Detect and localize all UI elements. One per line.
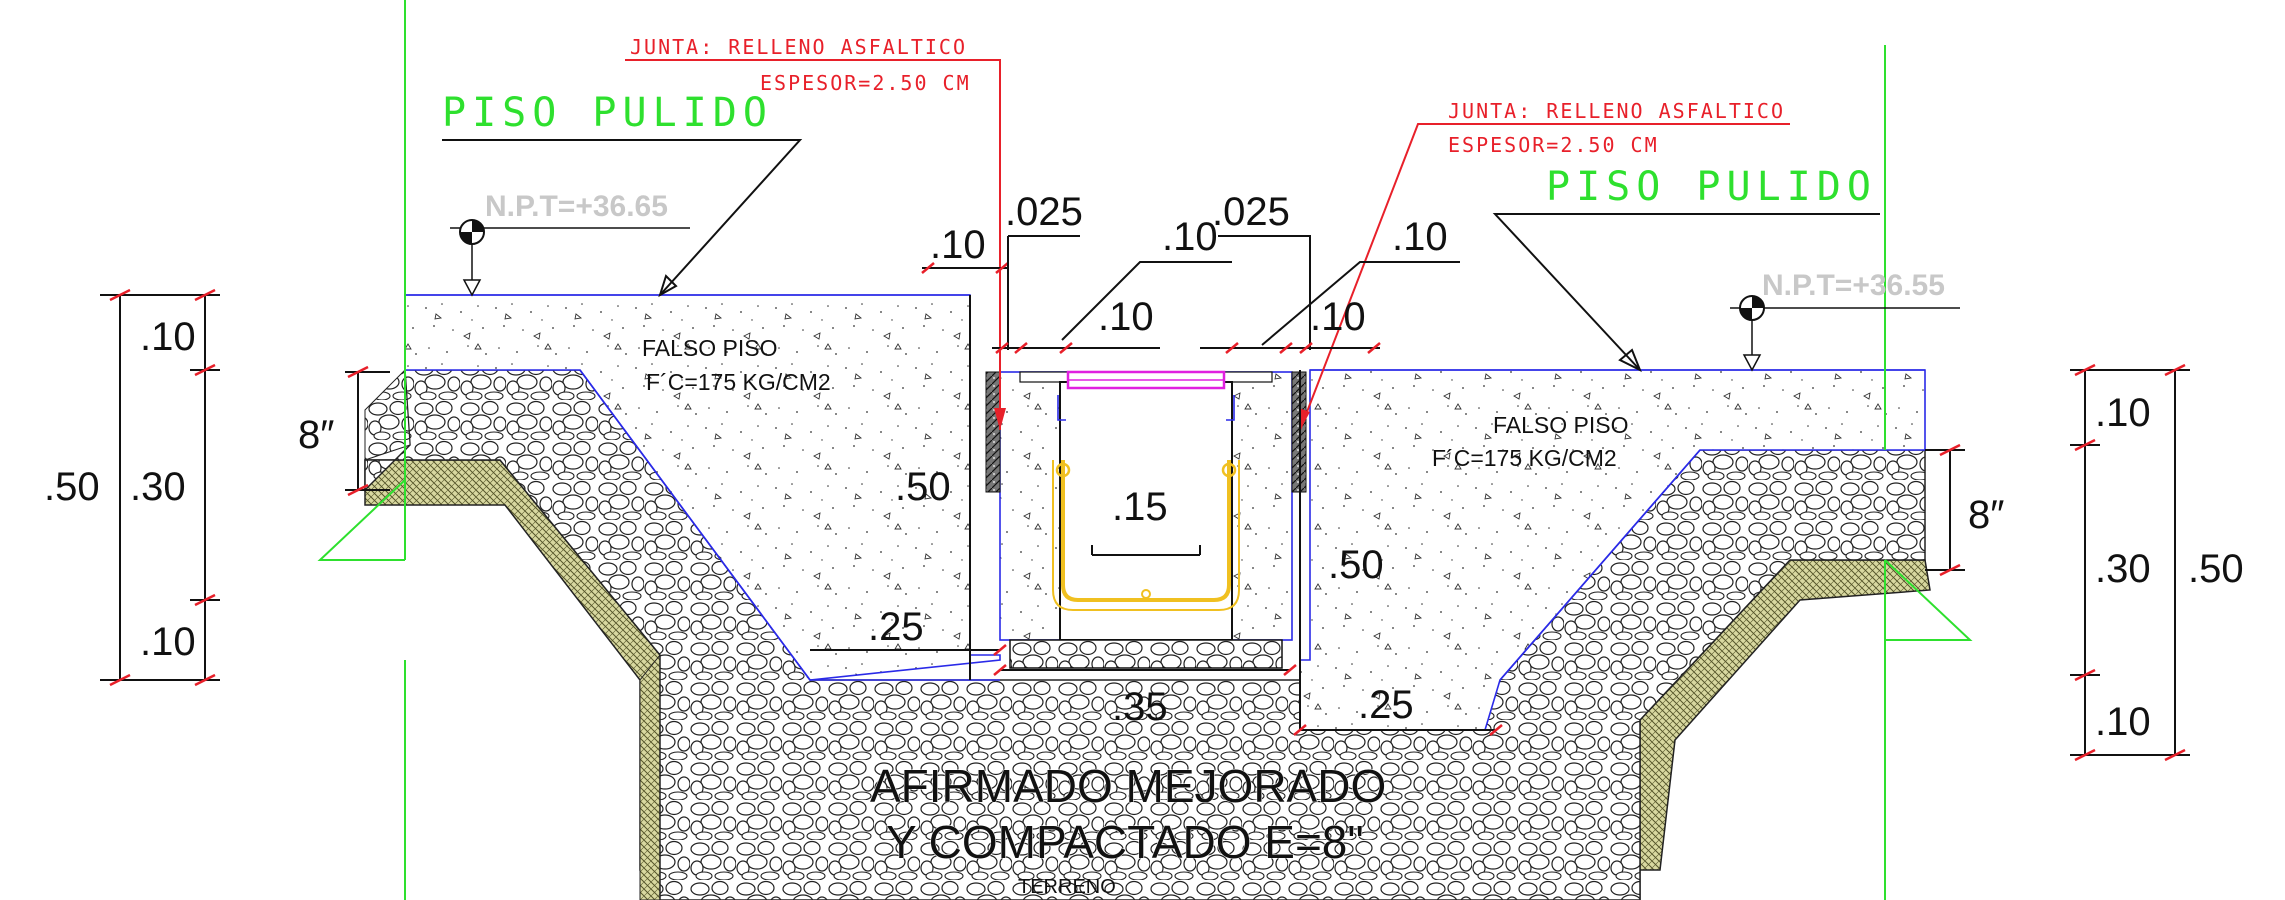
floor-label-right: PISO PULIDO [1492,164,1880,373]
dim-bottom-width: .35 [1112,685,1168,729]
dim-right-top: .10 [2095,391,2151,435]
dimension-8in-left: 8″ [298,365,390,497]
dim-left-top: .10 [140,315,196,359]
slab-left-label-1: FALSO PISO [642,335,778,361]
base-label-2: Y COMPACTADO E=8" [886,816,1364,868]
dim-right-wall: .50 [1328,543,1384,587]
dim-inner-right-10: .10 [1310,295,1366,339]
level-marker-right: N.P.T=+36.55 [1730,269,1960,372]
top-dimensions: .10 .025 .10 .025 .10 .10 .10 .15 [921,190,1460,529]
bottom-dims: .25 .35 .25 [810,605,1503,736]
joint-note-right: JUNTA: RELLENO ASFALTICO ESPESOR=2.50 CM [1299,99,1790,431]
joint-left-text-2: ESPESOR=2.50 CM [760,71,971,95]
dimension-stack-left: .10 .30 .10 .50 [44,288,220,687]
joint-right-text-2: ESPESOR=2.50 CM [1448,133,1659,157]
dimension-8in-right: 8″ [1925,443,2004,577]
floor-left-text: PISO PULIDO [442,90,773,136]
gravel-base [364,368,1926,900]
dim-left-wall: .50 [895,465,951,509]
dim-top-b: .025 [1005,190,1083,234]
dim-right-bot: .10 [2095,700,2151,744]
asphalt-joint-left [985,371,1001,493]
dimension-stack-right: .10 .30 .10 .50 [2070,363,2244,762]
floor-right-text: PISO PULIDO [1546,164,1877,210]
floor-label-left: PISO PULIDO [442,90,803,298]
dim-right-total: .50 [2188,547,2244,591]
dim-top-d: .025 [1212,190,1290,234]
dim-left-mid: .30 [130,465,186,509]
dim-inner-left-10: .10 [1098,295,1154,339]
dim-left-8in: 8″ [298,413,334,457]
joint-note-left: JUNTA: RELLENO ASFALTICO ESPESOR=2.50 CM [625,35,1006,430]
level-right-text: N.P.T=+36.55 [1762,269,1945,302]
base-label-1: AFIRMADO MEJORADO [870,760,1386,812]
slab-right-label-1: FALSO PISO [1493,412,1629,438]
ground-label: TERRENO [1018,876,1116,898]
dim-right-8in: 8″ [1968,493,2004,537]
dim-top-c: .10 [1162,215,1218,259]
level-marker-left: N.P.T=+36.65 [450,190,690,297]
dim-top-e: .10 [1392,215,1448,259]
level-left-text: N.P.T=+36.65 [485,190,668,223]
slab-right-label-2: F´C=175 KG/CM2 [1432,445,1617,471]
dim-left-bot: .10 [140,620,196,664]
dim-left-footing: .25 [868,605,924,649]
wall-height-dims: .50 .50 [895,295,1384,730]
dim-right-mid: .30 [2095,547,2151,591]
dim-right-footing: .25 [1358,683,1414,727]
dim-channel-width: .15 [1112,485,1168,529]
joint-right-text-1: JUNTA: RELLENO ASFALTICO [1448,99,1785,123]
grid-lines [317,0,1973,900]
channel-body [999,370,1293,669]
floor-outline [405,294,1925,681]
dim-left-total: .50 [44,465,100,509]
slab-left-label-2: F´C=175 KG/CM2 [646,369,831,395]
joint-left-text-1: JUNTA: RELLENO ASFALTICO [630,35,967,59]
dim-top-a: .10 [930,223,986,267]
